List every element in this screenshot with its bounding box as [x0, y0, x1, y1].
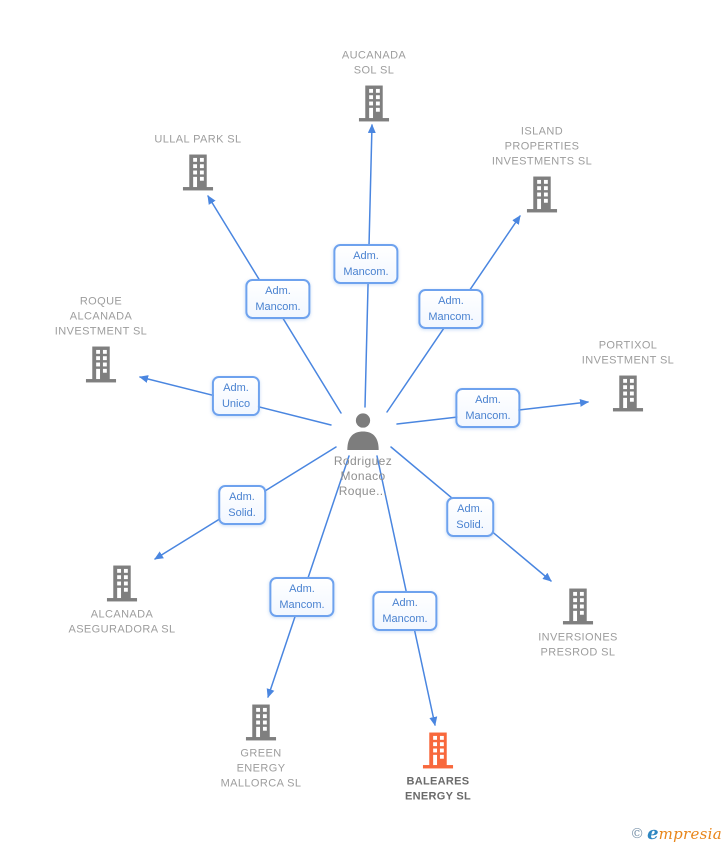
company-node-aucanada-sol[interactable]: AUCANADA SOL SL	[342, 50, 406, 122]
building-icon-highlighted	[422, 732, 455, 769]
building-icon	[562, 588, 595, 625]
empresia-logo-initial: e	[647, 823, 659, 844]
company-node-alcanada-aseguradora[interactable]: ALCANADA ASEGURADORA SL	[68, 565, 175, 636]
company-node-island-properties[interactable]: ISLAND PROPERTIES INVESTMENTS SL	[492, 126, 592, 213]
edge-label-adm-mancom-island: Adm. Mancom.	[418, 289, 484, 329]
empresia-logo: ©empresia	[630, 823, 722, 844]
edge-to-baleares-energy	[376, 455, 438, 726]
company-node-green-energy[interactable]: GREEN ENERGY MALLORCA SL	[221, 704, 301, 790]
empresia-logo-text: mpresia	[658, 825, 722, 843]
edge-label-adm-mancom-green: Adm. Mancom.	[269, 577, 335, 617]
company-label: ISLAND PROPERTIES INVESTMENTS SL	[491, 125, 593, 168]
company-node-ullal-park[interactable]: ULLAL PARK SL	[154, 134, 241, 191]
edge-label-adm-unico-roque: Adm. Unico	[211, 376, 261, 416]
edge-label-adm-mancom-portixol: Adm. Mancom.	[455, 388, 521, 428]
copyright-symbol: ©	[630, 826, 645, 842]
building-icon	[182, 154, 215, 191]
company-label: AUCANADA SOL SL	[341, 49, 407, 77]
edge-to-green-energy	[266, 455, 350, 698]
edge-label-adm-mancom-aucanada: Adm. Mancom.	[333, 244, 399, 284]
building-icon	[358, 85, 391, 122]
company-node-inversiones-presrod[interactable]: INVERSIONES PRESROD SL	[538, 588, 617, 659]
company-label: ROQUE ALCANADA INVESTMENT SL	[54, 295, 148, 338]
edge-label-adm-solid-alcanada-aseg: Adm. Solid.	[218, 485, 266, 525]
building-icon	[85, 346, 118, 383]
company-label: INVERSIONES PRESROD SL	[538, 631, 618, 659]
building-icon	[106, 565, 139, 602]
company-label: ULLAL PARK SL	[154, 133, 242, 146]
company-label: GREEN ENERGY MALLORCA SL	[220, 747, 302, 790]
company-label: BALEARES ENERGY SL	[404, 775, 472, 803]
company-node-portixol[interactable]: PORTIXOL INVESTMENT SL	[582, 340, 674, 412]
company-label: ALCANADA ASEGURADORA SL	[68, 608, 176, 636]
person-icon	[344, 412, 382, 450]
building-icon	[612, 375, 645, 412]
company-label: PORTIXOL INVESTMENT SL	[581, 339, 675, 367]
building-icon	[245, 704, 278, 741]
person-node[interactable]: Rodriguez Monaco Roque...	[334, 412, 392, 498]
company-node-baleares-energy[interactable]: BALEARES ENERGY SL	[405, 732, 471, 803]
edge-label-adm-mancom-baleares: Adm. Mancom.	[372, 591, 438, 631]
edge-label-adm-solid-inversiones: Adm. Solid.	[446, 497, 494, 537]
company-node-roque-alcanada[interactable]: ROQUE ALCANADA INVESTMENT SL	[55, 296, 147, 383]
edge-label-adm-mancom-ullal: Adm. Mancom.	[245, 279, 311, 319]
building-icon	[526, 176, 559, 213]
person-label: Rodriguez Monaco Roque...	[333, 454, 393, 498]
